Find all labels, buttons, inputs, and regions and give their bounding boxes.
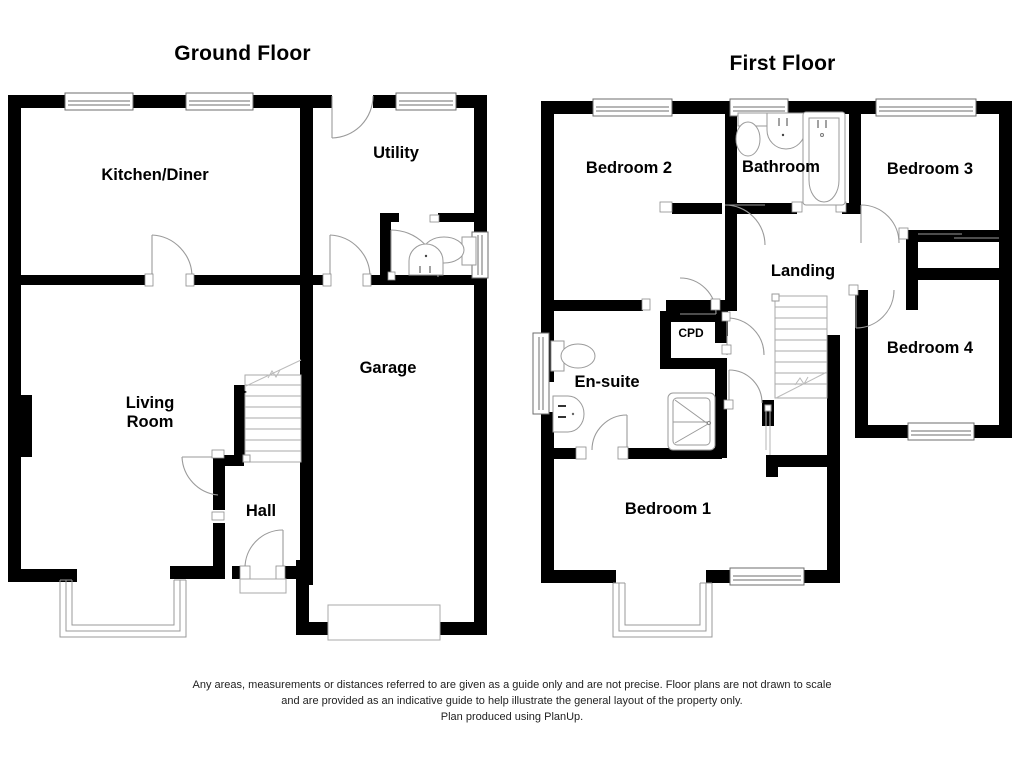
living-room-line1: Living xyxy=(125,394,175,412)
room-label-cpd: CPD xyxy=(678,326,704,340)
ground-floor-title: Ground Floor xyxy=(174,42,311,65)
bathroom-basin xyxy=(766,112,806,150)
living-room-bay-window xyxy=(59,579,187,638)
first-floor-windows xyxy=(532,98,977,586)
ground-floor-windows xyxy=(64,92,489,279)
room-label-bathroom: Bathroom xyxy=(742,158,820,176)
ensuite-toilet xyxy=(560,343,596,369)
stair-up-arrow xyxy=(234,385,247,404)
living-room-line2: Room xyxy=(126,412,174,431)
room-label-garage: Garage xyxy=(359,359,417,377)
room-label-bedroom-1: Bedroom 1 xyxy=(624,500,712,518)
wc-fixtures xyxy=(408,236,477,276)
wc-basin xyxy=(408,243,444,276)
ground-floor-door-jambs xyxy=(144,214,440,580)
room-label-living-room: Living Room xyxy=(90,394,210,432)
ensuite-fixtures xyxy=(550,340,716,451)
room-label-utility: Utility xyxy=(373,144,419,162)
disclaimer-line-3: Plan produced using PlanUp. xyxy=(440,710,584,723)
bathroom-fixtures xyxy=(735,111,846,206)
first-floor-door-jambs xyxy=(575,201,909,460)
ensuite-basin xyxy=(552,395,585,433)
bedroom1-bay-window xyxy=(612,582,713,638)
ground-floor-staircase xyxy=(234,359,302,463)
bath-tub-inner xyxy=(808,117,840,203)
disclaimer: Any areas, measurements or distances ref… xyxy=(0,678,1024,726)
room-label-en-suite: En-suite xyxy=(574,373,640,391)
room-label-hall: Hall xyxy=(245,502,277,520)
first-floor-staircase xyxy=(764,293,828,455)
garage-door xyxy=(327,604,441,641)
disclaimer-line-1: Any areas, measurements or distances ref… xyxy=(192,679,832,691)
ground-floor-walls xyxy=(8,95,487,635)
room-label-bedroom-2: Bedroom 2 xyxy=(585,159,673,177)
first-floor-walls xyxy=(541,101,1012,583)
room-label-kitchen-diner: Kitchen/Diner xyxy=(101,166,209,184)
first-floor-doors xyxy=(591,204,900,451)
disclaimer-line-2: and are provided as an indicative guide … xyxy=(281,694,743,707)
room-label-bedroom-4: Bedroom 4 xyxy=(886,339,974,357)
front-door-step xyxy=(239,578,287,594)
bathroom-toilet xyxy=(735,121,761,157)
first-floor-title: First Floor xyxy=(729,52,836,75)
wardrobe-doors xyxy=(918,233,999,239)
room-label-landing: Landing xyxy=(770,262,836,280)
room-label-bedroom-3: Bedroom 3 xyxy=(886,160,974,178)
